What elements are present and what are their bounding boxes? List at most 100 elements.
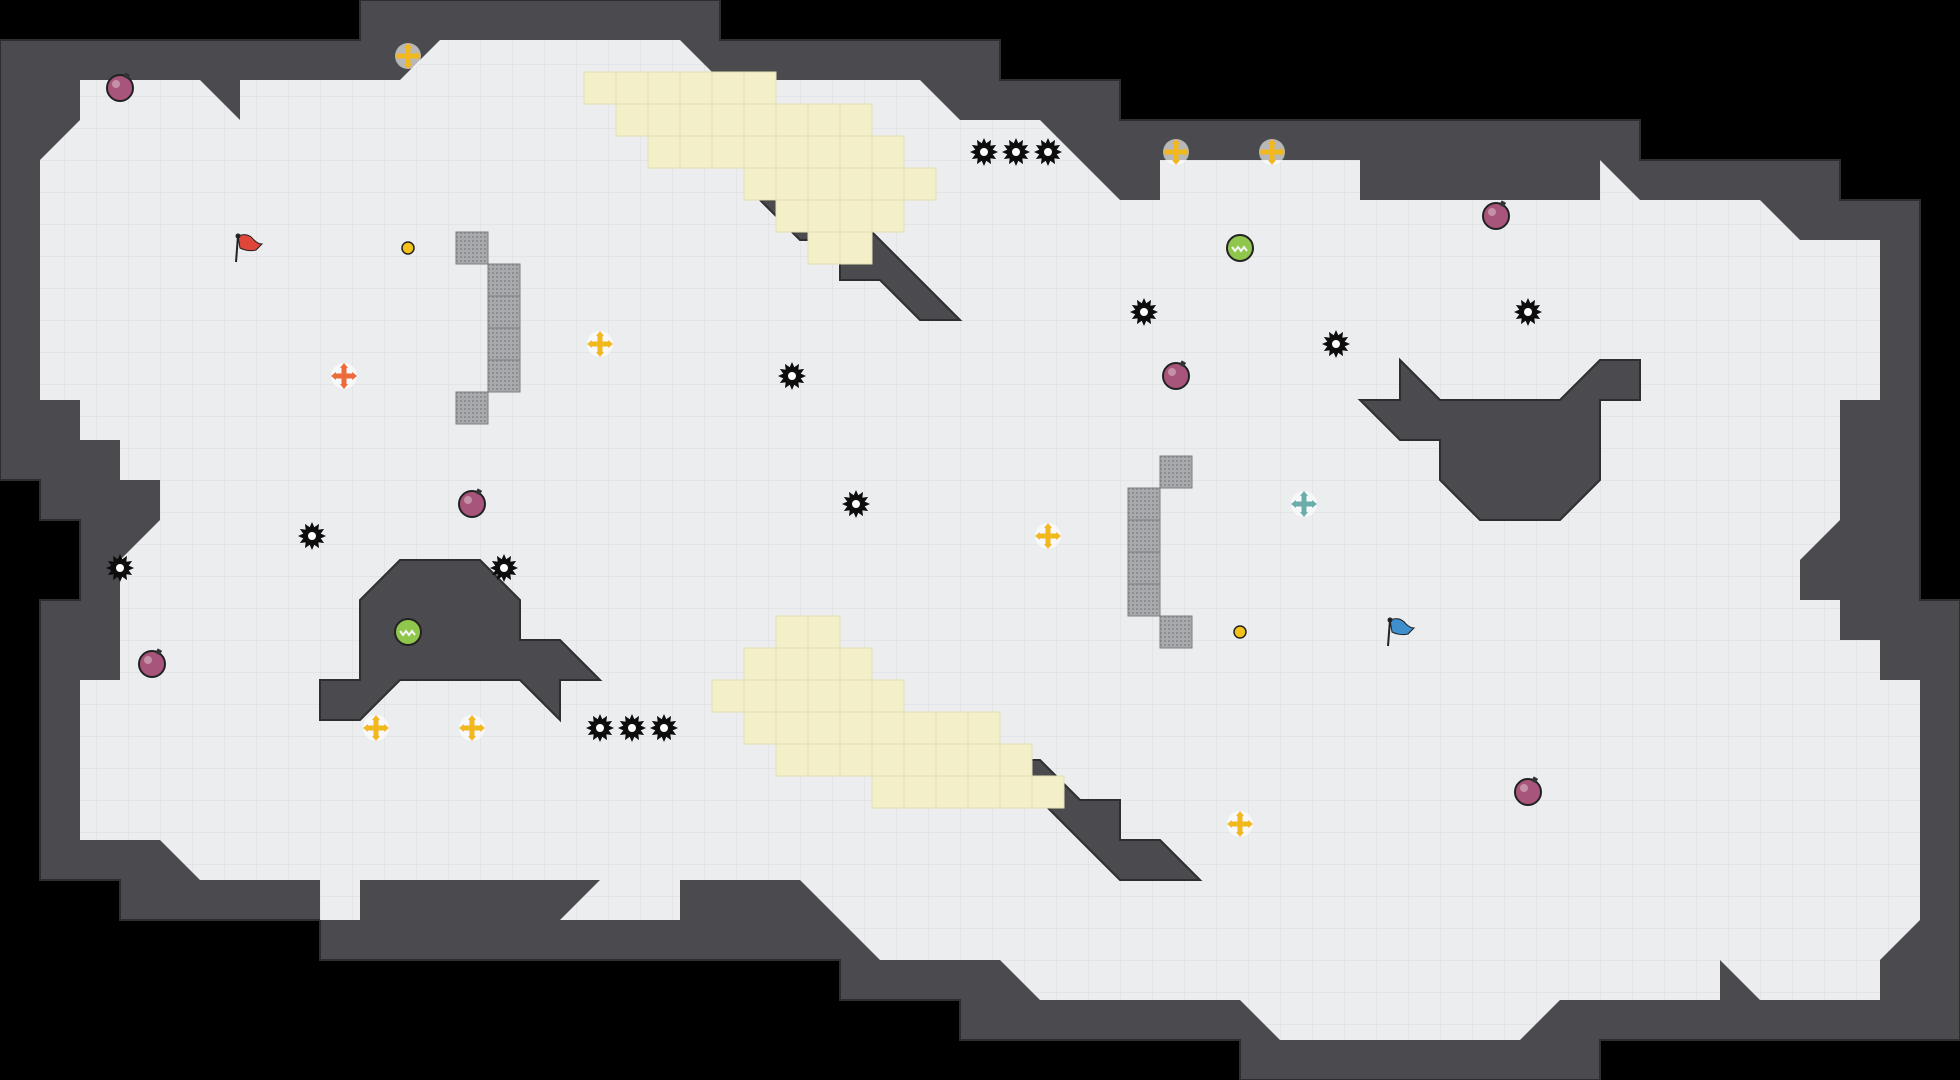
- boost-orb-icon[interactable]: [1226, 234, 1254, 262]
- sand-tile: [775, 103, 809, 137]
- spike-gear-icon: [1322, 330, 1350, 358]
- grate-tile: [487, 295, 521, 329]
- potion-icon[interactable]: [1162, 360, 1190, 390]
- potion-icon[interactable]: [1482, 200, 1510, 230]
- sand-tile: [775, 615, 809, 649]
- sand-tile: [679, 71, 713, 105]
- sand-tile: [807, 231, 841, 265]
- sand-tile: [775, 711, 809, 745]
- sand-tile: [743, 711, 777, 745]
- sand-tile: [935, 775, 969, 809]
- grate-tile: [1127, 487, 1161, 521]
- grate-tile: [1159, 455, 1193, 489]
- sand-tile: [871, 679, 905, 713]
- sand-tile: [711, 103, 745, 137]
- sand-tile: [903, 167, 937, 201]
- cross-spawn-icon: [1259, 139, 1285, 165]
- wall-island-left: [319, 559, 603, 723]
- potion-icon[interactable]: [458, 488, 486, 518]
- sand-tile: [775, 135, 809, 169]
- grate-tile: [1127, 551, 1161, 585]
- sand-tile: [807, 135, 841, 169]
- cross-spawn-icon: [1227, 811, 1253, 837]
- wall-island-right: [1357, 357, 1641, 521]
- potion-icon[interactable]: [106, 72, 134, 102]
- sand-layer: [583, 71, 1065, 809]
- sand-tile: [807, 647, 841, 681]
- sand-tile: [839, 711, 873, 745]
- cross-spawn-icon: [363, 715, 389, 741]
- sand-tile: [679, 135, 713, 169]
- sand-tile: [807, 615, 841, 649]
- sand-tile: [871, 775, 905, 809]
- sand-tile: [743, 71, 777, 105]
- sand-tile: [775, 647, 809, 681]
- sand-tile: [871, 711, 905, 745]
- sand-tile: [935, 711, 969, 745]
- sand-tile: [807, 679, 841, 713]
- spike-gear-icon: [106, 554, 134, 582]
- boost-orb-icon[interactable]: [394, 618, 422, 646]
- red-flag-icon[interactable]: [235, 233, 264, 263]
- sand-tile: [807, 743, 841, 777]
- entity-layer: [106, 43, 1542, 837]
- blue-cross-spawn-icon: [1291, 491, 1317, 517]
- cross-spawn-icon: [587, 331, 613, 357]
- sand-tile: [871, 135, 905, 169]
- sand-tile: [999, 775, 1033, 809]
- sand-tile: [743, 135, 777, 169]
- red-cross-spawn-icon: [331, 363, 357, 389]
- sand-tile: [711, 679, 745, 713]
- cross-spawn-icon: [1163, 139, 1189, 165]
- sand-tile: [999, 743, 1033, 777]
- grate-tile: [1127, 519, 1161, 553]
- sand-tile: [839, 231, 873, 265]
- sand-tile: [903, 743, 937, 777]
- grate-tile: [455, 231, 489, 265]
- sand-tile: [743, 679, 777, 713]
- sand-tile: [871, 199, 905, 233]
- spike-gear-icon: [1130, 298, 1158, 326]
- sand-tile: [647, 71, 681, 105]
- grate-tile: [487, 327, 521, 361]
- sand-tile: [967, 711, 1001, 745]
- sand-tile: [967, 775, 1001, 809]
- sand-tile: [903, 711, 937, 745]
- gold-dot-icon[interactable]: [401, 241, 415, 255]
- sand-tile: [615, 71, 649, 105]
- sand-tile: [711, 135, 745, 169]
- grate-layer: [455, 231, 1193, 649]
- potion-icon[interactable]: [1514, 776, 1542, 806]
- sand-tile: [935, 743, 969, 777]
- sand-tile: [647, 103, 681, 137]
- sand-tile: [711, 71, 745, 105]
- cross-spawn-icon: [459, 715, 485, 741]
- grate-tile: [1127, 583, 1161, 617]
- sand-tile: [775, 743, 809, 777]
- sand-tile: [775, 167, 809, 201]
- sand-tile: [807, 199, 841, 233]
- sand-tile: [871, 167, 905, 201]
- sand-tile: [647, 135, 681, 169]
- blue-flag-icon[interactable]: [1387, 617, 1416, 647]
- spike-gear-icon: [1034, 138, 1062, 166]
- spike-gear-icon: [1514, 298, 1542, 326]
- gold-dot-icon[interactable]: [1233, 625, 1247, 639]
- sand-tile: [839, 135, 873, 169]
- sand-tile: [839, 679, 873, 713]
- sand-tile: [615, 103, 649, 137]
- grate-tile: [1159, 615, 1193, 649]
- sand-tile: [871, 743, 905, 777]
- potion-icon[interactable]: [138, 648, 166, 678]
- sand-tile: [1031, 775, 1065, 809]
- spike-gear-icon: [970, 138, 998, 166]
- sand-tile: [743, 103, 777, 137]
- spike-gear-icon: [778, 362, 806, 390]
- sand-tile: [839, 103, 873, 137]
- grate-tile: [455, 391, 489, 425]
- sand-tile: [839, 743, 873, 777]
- spike-gear-icon: [298, 522, 326, 550]
- sand-tile: [967, 743, 1001, 777]
- sand-tile: [583, 71, 617, 105]
